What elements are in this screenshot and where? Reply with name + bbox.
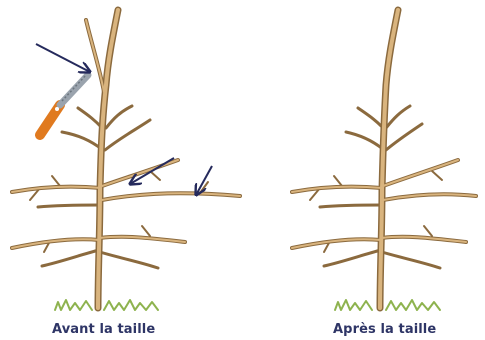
tree-after: [292, 10, 476, 310]
arrow-down-left-icon: [196, 166, 212, 195]
arrow-down-right-icon: [36, 44, 90, 72]
caption-after-pruning: Après la taille: [333, 322, 436, 337]
tree-before: [12, 10, 240, 310]
grass-right: [335, 300, 440, 310]
arrow-down-left-icon: [130, 158, 174, 184]
pruning-saw-icon: [40, 75, 88, 135]
grass-left: [55, 300, 158, 310]
caption-before-pruning: Avant la taille: [52, 322, 155, 337]
